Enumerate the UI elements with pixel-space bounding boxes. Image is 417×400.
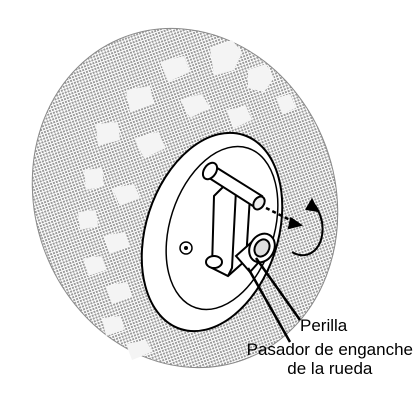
hub-nut-icon bbox=[206, 256, 222, 268]
knob-label: Perilla bbox=[300, 316, 347, 335]
wheel-pin-label: Pasador de enganche de la rueda bbox=[247, 340, 413, 378]
wheel-pin-label-line1: Pasador de enganche bbox=[247, 340, 413, 359]
wheel-pin-label-line2: de la rueda bbox=[247, 359, 413, 378]
